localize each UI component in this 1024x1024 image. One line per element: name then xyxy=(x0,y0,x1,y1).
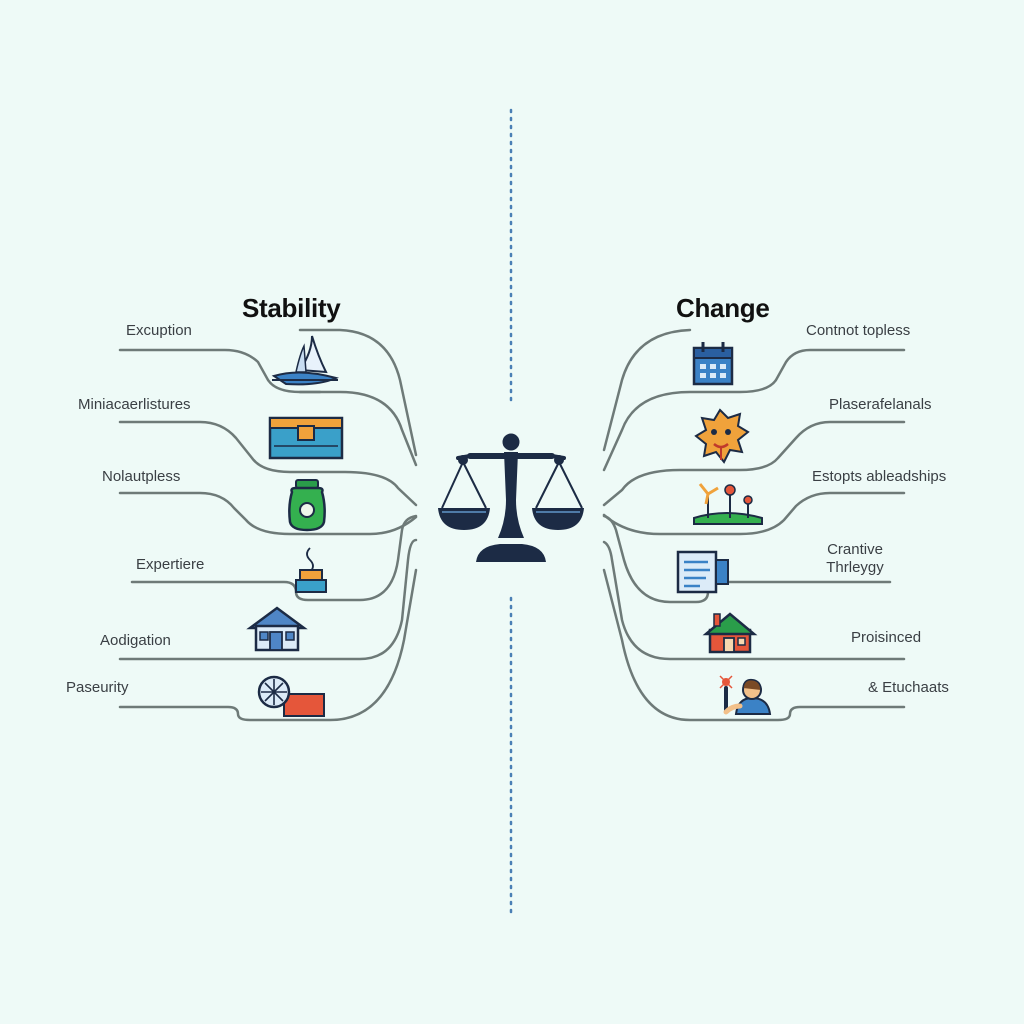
calendar-icon xyxy=(692,342,734,386)
left-connector-3 xyxy=(118,491,418,536)
left-label-4: Expertiere xyxy=(136,556,205,573)
left-connector-2 xyxy=(118,420,418,507)
right-label-2: Plaserafelanals xyxy=(829,396,932,413)
left-label-3: Nolautpless xyxy=(102,468,181,485)
chest-icon xyxy=(268,416,344,460)
left-connector-4 xyxy=(130,514,418,602)
change-title: Change xyxy=(676,293,770,323)
windmill-landscape-icon xyxy=(693,483,763,525)
left-label-6: Paseurity xyxy=(66,679,129,696)
sailboat-icon xyxy=(271,335,339,386)
right-label-6: & Etuchaats xyxy=(868,679,949,696)
left-connector-1 xyxy=(118,348,418,467)
left-connector-top-arc xyxy=(298,328,418,457)
right-connector-top-arc xyxy=(602,328,692,452)
right-label-5: Proisinced xyxy=(851,629,922,646)
left-connectors xyxy=(118,328,418,722)
fan-box-icon xyxy=(257,675,325,717)
right-connector-1 xyxy=(602,348,906,472)
right-connector-2 xyxy=(602,420,906,507)
right-connector-3 xyxy=(602,491,906,536)
document-icon xyxy=(676,550,729,594)
house-icon-left xyxy=(246,606,308,652)
left-label-1: Excuption xyxy=(126,322,192,339)
left-label-2: Miniacaerlistures xyxy=(78,396,191,413)
right-label-4: Crantive Thrleygy xyxy=(826,541,884,576)
balance-scale-icon xyxy=(438,433,584,562)
stability-title: Stability xyxy=(242,293,341,323)
right-label-1: Contnot topless xyxy=(806,322,911,339)
left-label-5: Aodigation xyxy=(100,632,171,649)
left-connector-6 xyxy=(118,568,418,722)
left-connector-5 xyxy=(118,538,418,661)
mask-icon xyxy=(694,408,750,464)
right-label-3: Estopts ableadships xyxy=(812,468,947,485)
jar-icon xyxy=(288,479,326,532)
right-connector-6 xyxy=(602,568,906,722)
person-icon xyxy=(719,675,772,715)
house-icon-right xyxy=(702,612,758,654)
right-connector-5 xyxy=(602,540,906,661)
candle-icon xyxy=(295,547,327,593)
